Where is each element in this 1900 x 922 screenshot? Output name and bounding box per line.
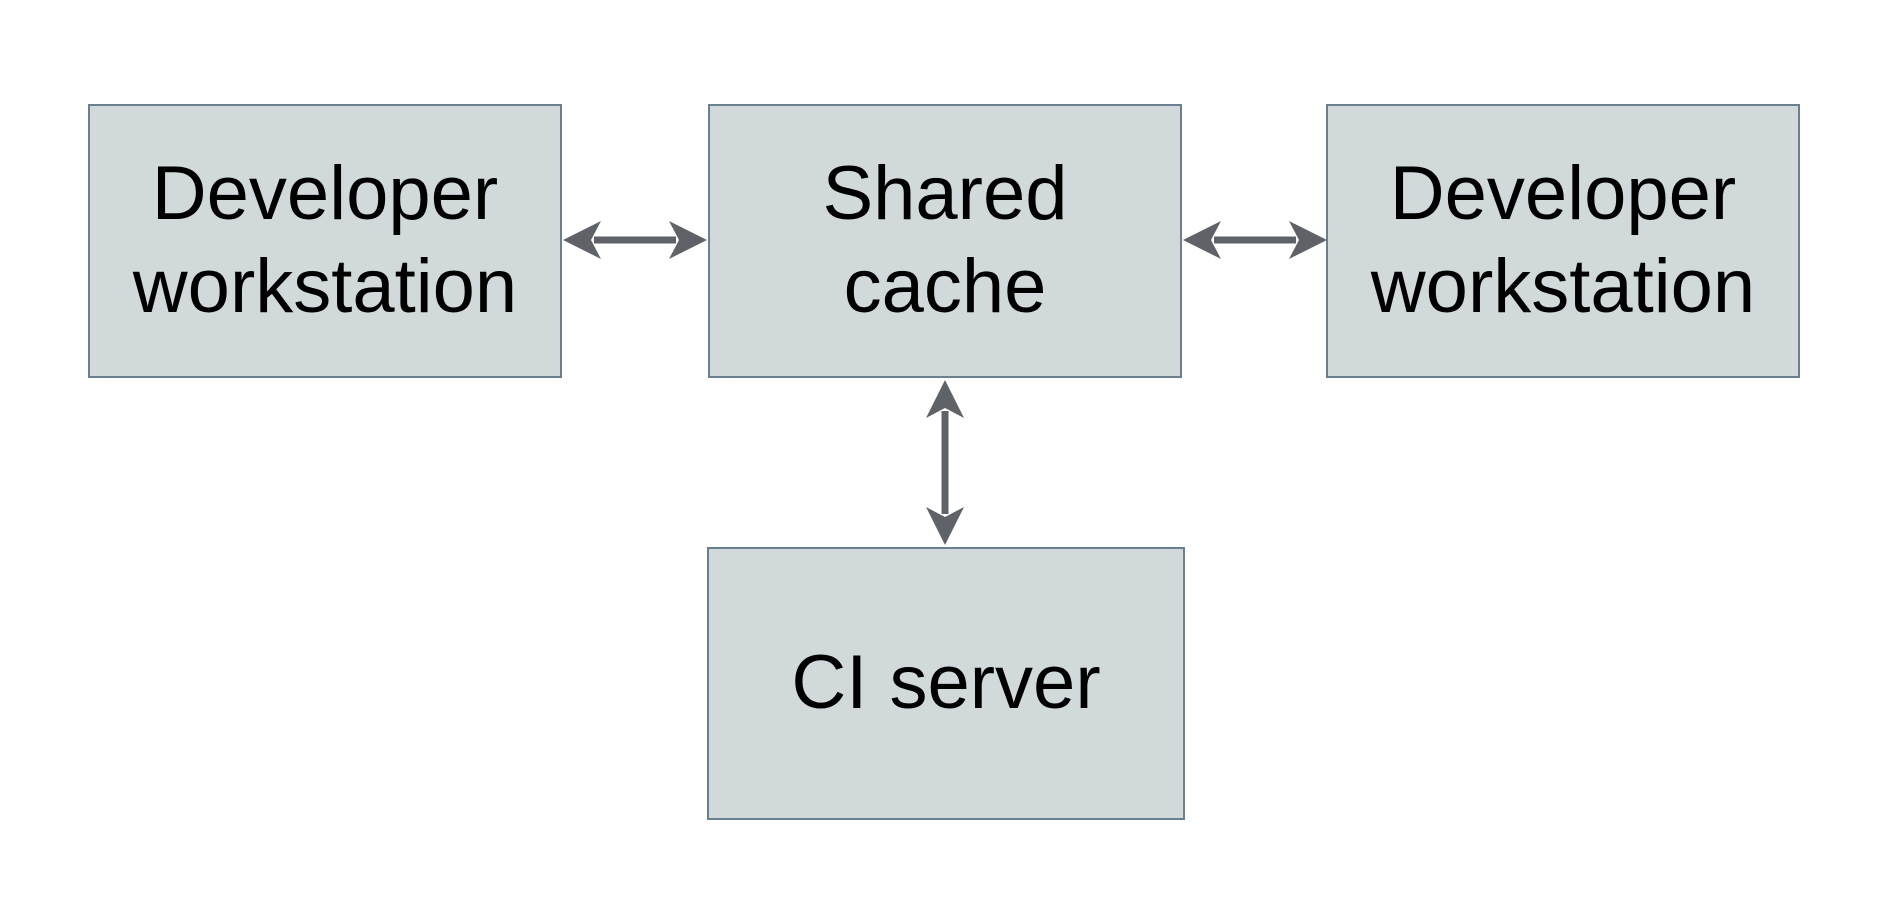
node-label: Developer workstation (132, 151, 518, 329)
edge-cache-ci-arrow (926, 380, 964, 545)
node-shared-cache: Shared cache (708, 104, 1182, 378)
node-label: CI server (791, 640, 1101, 726)
node-label: Shared cache (822, 151, 1068, 329)
node-developer-workstation-right: Developer workstation (1326, 104, 1800, 378)
edge-devleft-cache-arrow (563, 221, 707, 259)
edge-cache-devright-arrow (1183, 221, 1327, 259)
node-developer-workstation-left: Developer workstation (88, 104, 562, 378)
node-ci-server: CI server (707, 547, 1185, 820)
node-label: Developer workstation (1370, 151, 1756, 329)
